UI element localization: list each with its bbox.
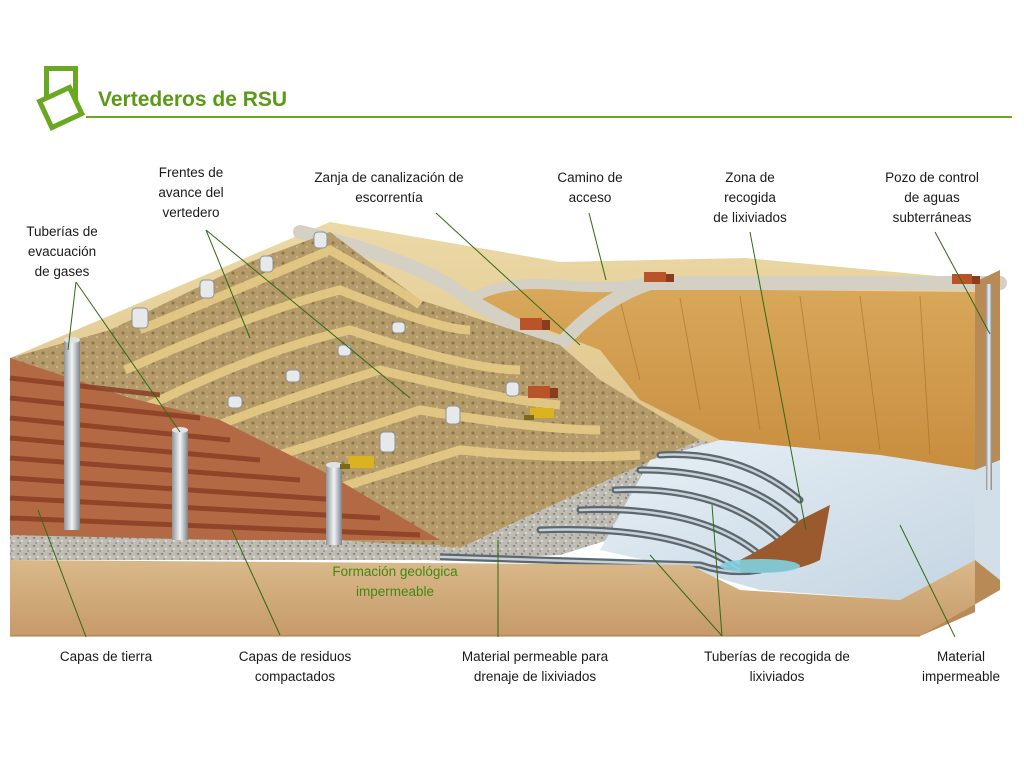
title-divider <box>86 116 1012 118</box>
label-formacion-geologica: Formación geológica impermeable <box>332 564 458 599</box>
label-pozo-control: Pozo de control de aguas subterráneas <box>885 170 979 225</box>
label-camino-acceso: Camino de acceso <box>557 170 623 205</box>
label-capas-residuos: Capas de residuos compactados <box>238 649 352 684</box>
impermeable-liner <box>600 440 975 600</box>
access-road <box>293 225 1007 354</box>
leachate-sump <box>740 505 830 573</box>
label-material-impermeable: Material impermeable <box>921 649 1001 684</box>
gas-vent-pipes <box>64 337 342 545</box>
soil-terrace-bands <box>123 244 641 505</box>
label-frentes-avance: Frentes de avance del vertedero <box>158 165 224 220</box>
label-zona-lixiviados: Zona de recogida de lixiviados <box>713 170 787 225</box>
label-tuberias-recogida: Tuberías de recogida de lixiviados <box>704 649 850 684</box>
label-capas-tierra: Capas de tierra <box>59 649 153 664</box>
monitoring-well <box>986 284 992 490</box>
excavation-wall <box>470 285 975 470</box>
label-material-permeable: Material permeable para drenaje de lixiv… <box>461 649 609 684</box>
leader-lines <box>37 212 991 638</box>
logo <box>36 64 88 132</box>
page-title: Vertederos de RSU <box>98 88 288 111</box>
label-tuberias-gases: Tuberías de evacuación de gases <box>26 224 98 279</box>
label-zanja-escorrentia: Zanja de canalización de escorrentía <box>314 170 464 205</box>
overlapping-squares-icon <box>36 66 86 131</box>
vehicles <box>340 272 980 469</box>
gas-vent-heads <box>131 231 520 453</box>
geologic-base <box>10 560 975 636</box>
